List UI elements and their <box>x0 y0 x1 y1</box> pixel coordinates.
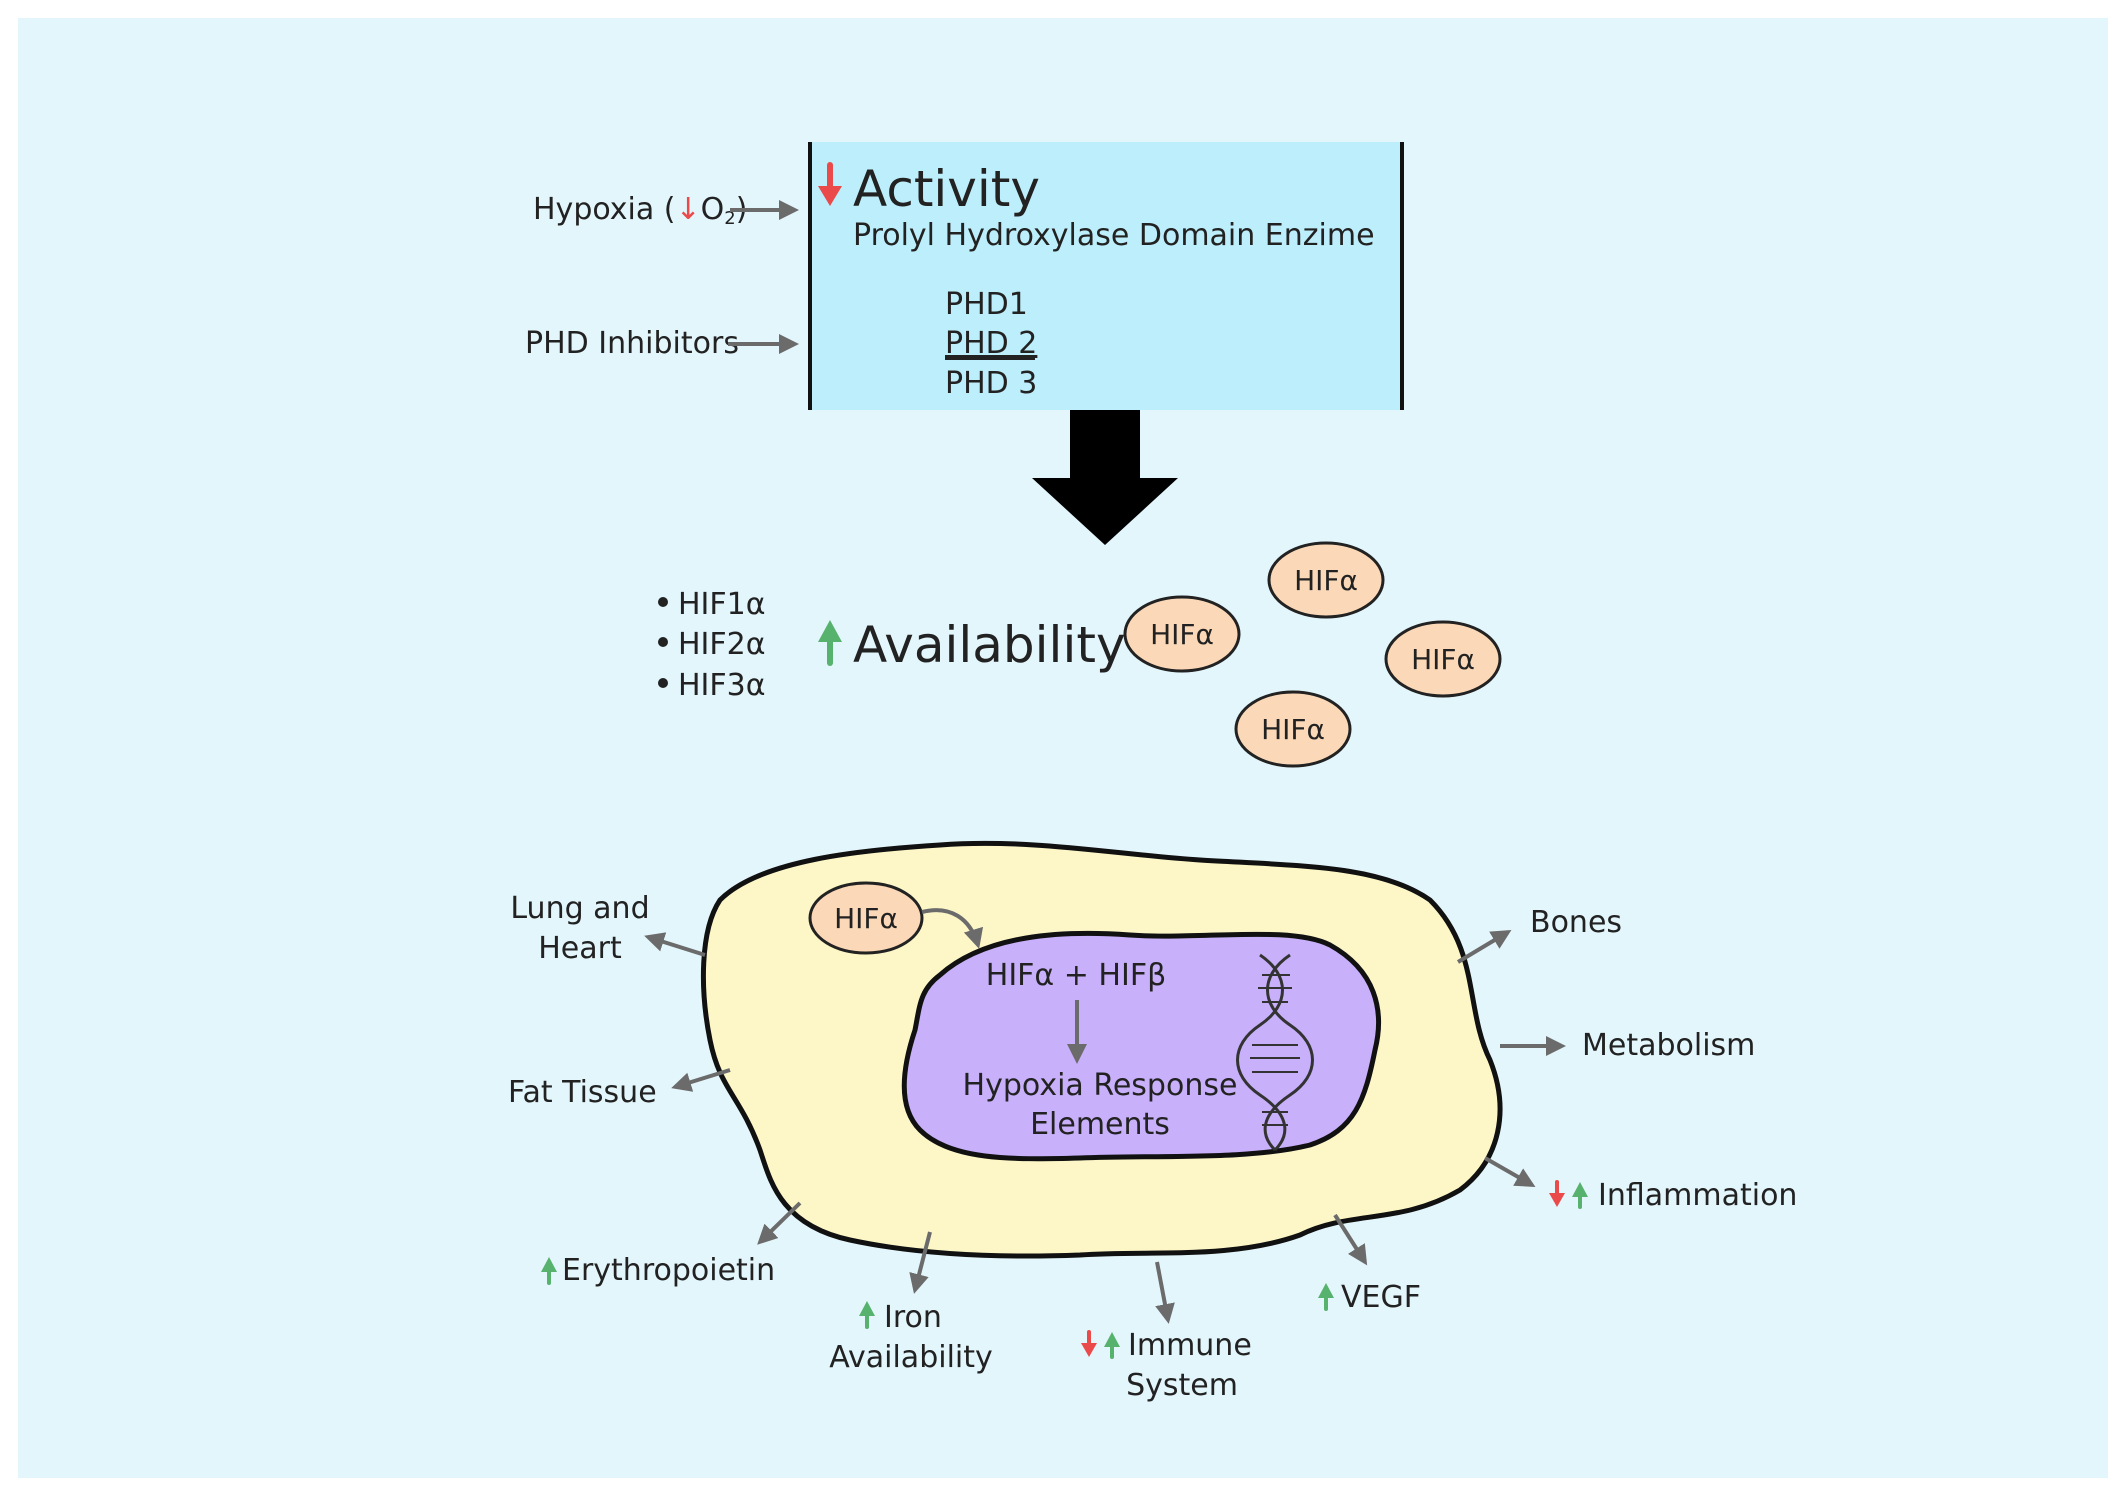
svg-text:HIFα: HIFα <box>1411 643 1475 676</box>
hif-bubble-3: HIFα <box>1384 620 1502 698</box>
nucleus <box>901 930 1382 1162</box>
phd-inhibitors-input: PHD Inhibitors <box>525 326 799 361</box>
fat-tissue-label: Fat Tissue <box>508 1075 657 1110</box>
iron-arrow <box>909 1231 932 1294</box>
lung-heart-label-2: Heart <box>538 931 622 966</box>
green-up-arrow-icon <box>818 620 842 666</box>
svg-text:HIFα: HIFα <box>1294 564 1358 597</box>
availability-label: Availability <box>853 616 1126 674</box>
immune-label-1: Immune <box>1128 1328 1252 1363</box>
iron-label-1: Iron <box>884 1300 942 1335</box>
hif-isoform-list: HIF1α HIF2α HIF3α <box>658 587 766 703</box>
inflammation-arrow <box>1484 1156 1536 1187</box>
hre-label-line1: Hypoxia Response <box>963 1068 1238 1103</box>
phd-inhibitors-label: PHD Inhibitors <box>525 326 739 361</box>
phd-isoform-2: PHD 2 <box>945 326 1037 361</box>
erythropoietin-label: Erythropoietin <box>562 1253 775 1288</box>
hif-bubble-4: HIFα <box>1234 690 1352 768</box>
immune-down-icon <box>1081 1330 1097 1357</box>
immune-label-2: System <box>1126 1368 1238 1403</box>
inflammation-label: Inflammation <box>1598 1178 1797 1213</box>
svg-text:HIFα: HIFα <box>1150 618 1214 651</box>
dna-helix-icon <box>1236 953 1314 1152</box>
metabolism-label: Metabolism <box>1582 1028 1755 1063</box>
red-down-arrow-icon <box>818 162 842 206</box>
activity-label: Activity <box>853 160 1040 218</box>
hif-entry-arrow <box>921 908 984 949</box>
vegf-label: VEGF <box>1341 1280 1421 1315</box>
enzyme-name: Prolyl Hydroxylase Domain Enzime <box>853 218 1375 253</box>
hypoxia-input: Hypoxia (↓O2) <box>533 192 799 229</box>
immune-arrow <box>1155 1261 1175 1324</box>
vegf-up-icon <box>1318 1283 1334 1311</box>
inflammation-down-icon <box>1549 1180 1565 1207</box>
vegf-arrow <box>1333 1213 1368 1266</box>
phd-enzyme-box: Activity Prolyl Hydroxylase Domain Enzim… <box>808 142 1404 410</box>
phd-isoform-1: PHD1 <box>945 287 1028 322</box>
cell-hif-bubble: HIFα <box>808 881 924 955</box>
erythropoietin-arrow <box>757 1201 802 1245</box>
phd-isoform-3: PHD 3 <box>945 366 1037 401</box>
iron-up-icon <box>859 1301 875 1329</box>
svg-text:HIFα: HIFα <box>834 902 898 935</box>
iron-label-2: Availability <box>829 1340 993 1375</box>
erythropoietin-up-icon <box>541 1257 557 1285</box>
hre-label-line2: Elements <box>1030 1107 1170 1142</box>
bones-label: Bones <box>1530 905 1622 940</box>
hif-isoform-2: HIF2α <box>678 627 766 662</box>
lung-heart-label-1: Lung and <box>510 891 649 926</box>
lung-heart-arrow <box>644 932 706 957</box>
svg-text:HIFα: HIFα <box>1261 713 1325 746</box>
inflammation-up-icon <box>1572 1182 1588 1209</box>
big-black-arrow-icon <box>1032 410 1178 545</box>
hif-isoform-3: HIF3α <box>678 668 766 703</box>
fat-tissue-arrow <box>671 1068 731 1092</box>
hif-bubble-1: HIFα <box>1123 595 1241 673</box>
hypoxia-label: Hypoxia (↓O2) <box>533 192 747 229</box>
immune-up-icon <box>1104 1332 1120 1359</box>
hif-bubble-2: HIFα <box>1267 541 1385 619</box>
bones-arrow <box>1456 929 1512 964</box>
hif-isoform-1: HIF1α <box>678 587 766 622</box>
hif-complex-label: HIFα + HIFβ <box>986 958 1166 993</box>
